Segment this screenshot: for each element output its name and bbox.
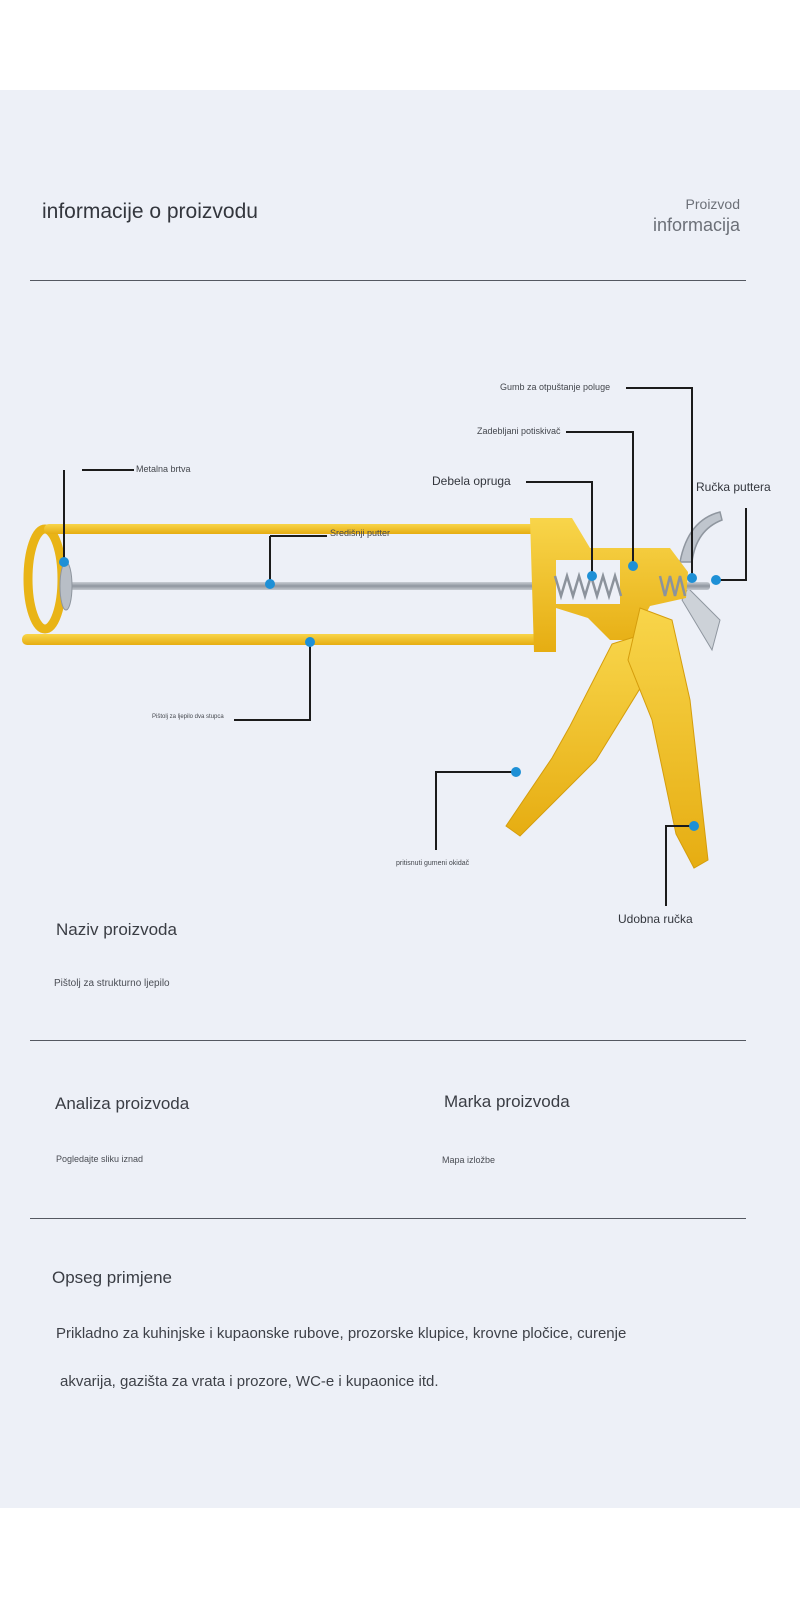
product-analysis-value: Pogledajte sliku iznad	[56, 1154, 144, 1164]
header-badge-line2: informacija	[652, 215, 740, 235]
label-thick-spring: Debela opruga	[432, 474, 511, 488]
marker-thick-spring	[587, 571, 597, 581]
leader-lines	[63, 387, 747, 906]
scope-title: Opseg primjene	[52, 1268, 173, 1287]
label-thickened-pusher: Zadebljani potiskivač	[477, 426, 561, 436]
scope-line-2: akvarija, gazišta za vrata i prozore, WC…	[60, 1373, 439, 1390]
product-brand-title: Marka proizvoda	[444, 1092, 570, 1111]
product-analysis-title: Analiza proizvoda	[55, 1094, 190, 1113]
part-markers	[59, 557, 721, 831]
header-badge-line1: Proizvod	[685, 196, 740, 212]
label-rubber-trigger: pritisnuti gumeni okidač	[396, 860, 470, 867]
divider-bottom	[30, 1218, 746, 1219]
marker-metal-gasket	[59, 557, 69, 567]
marker-release-button	[687, 573, 697, 583]
product-brand-value: Mapa izložbe	[442, 1155, 496, 1165]
marker-frame-rods	[305, 637, 315, 647]
marker-comfort-handle	[689, 821, 699, 831]
header-badge: Proizvod informacija	[653, 196, 740, 236]
label-putter-handle: Ručka puttera	[696, 480, 771, 494]
divider-middle	[30, 1040, 746, 1041]
label-metal-gasket: Metalna brtva	[136, 464, 191, 474]
scope-paragraph: Prikladno za kuhinjske i kupaonske rubov…	[56, 1310, 756, 1406]
marker-thickened-pusher	[628, 561, 638, 571]
label-comfort-handle: Udobna ručka	[618, 912, 693, 926]
divider-top	[30, 280, 746, 281]
label-central-putter: Središnji putter	[330, 528, 391, 538]
marker-rubber-trigger	[511, 767, 521, 777]
product-name-title: Naziv proizvoda	[56, 920, 177, 939]
marker-putter-handle	[711, 575, 721, 585]
marker-central-putter	[265, 579, 275, 589]
gun-illustration	[22, 511, 723, 869]
scope-line-1: Prikladno za kuhinjske i kupaonske rubov…	[56, 1325, 627, 1342]
caulking-gun-diagram	[22, 387, 747, 906]
label-release-button: Gumb za otpuštanje poluge	[500, 382, 611, 392]
product-name-value: Pištolj za strukturno ljepilo	[54, 978, 170, 989]
label-frame-rods: Pištolj za ljepilo dva stupca	[152, 714, 224, 720]
content-panel	[0, 90, 800, 1508]
page-title: informacije o proizvodu	[42, 200, 258, 223]
